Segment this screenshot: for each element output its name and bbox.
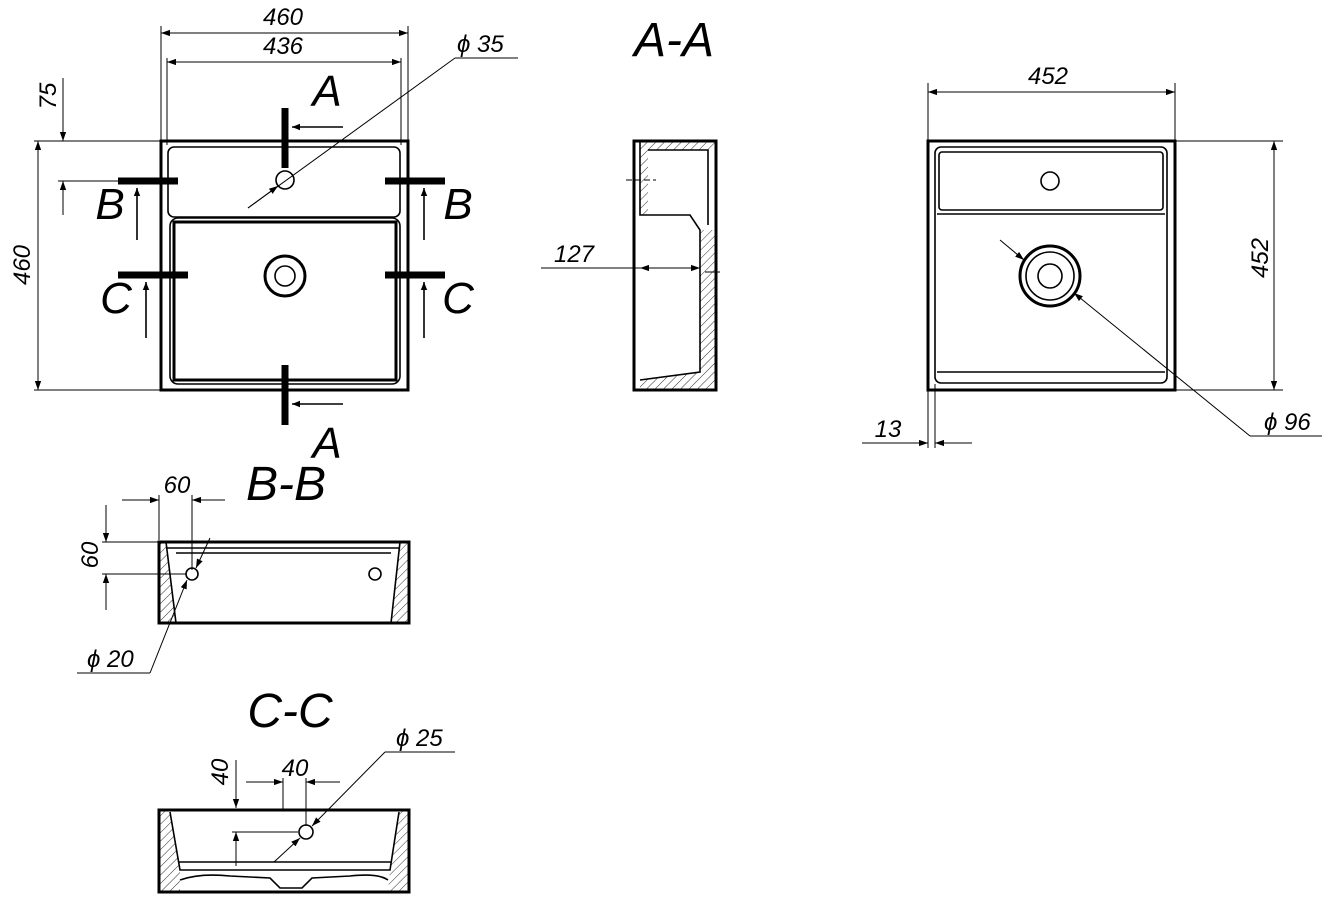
right-drain-outer: [1018, 244, 1082, 308]
dim-right-height: 452: [1247, 238, 1274, 278]
section-label-b-left: B: [95, 180, 124, 229]
section-label-c-left: C: [100, 274, 133, 323]
dim-bb-y: 60: [77, 541, 104, 568]
cc-hole: [298, 824, 314, 840]
section-aa: A-A 127: [541, 14, 720, 392]
dim-cc-y: 40: [207, 758, 234, 785]
right-tap-hole: [1040, 171, 1060, 191]
dim-right-wall: 13: [875, 416, 902, 443]
dim-cc-hole: ϕ 25: [396, 725, 443, 752]
dim-bb-hole: ϕ 20: [87, 646, 134, 673]
top-view: 460 436 ϕ 35 75 460 A A B B C C: [9, 4, 518, 468]
drain-outer: [263, 254, 307, 298]
tap-hole: [275, 170, 295, 190]
dim-top-width-outer: 460: [263, 4, 304, 31]
dim-top-offset: 75: [35, 82, 62, 109]
section-cc: C-C 40 40 ϕ 25: [157, 685, 455, 894]
section-label-a-top: A: [309, 67, 341, 116]
section-cc-title: C-C: [247, 685, 333, 738]
dim-bb-x: 60: [164, 472, 191, 499]
bb-hole-right: [368, 567, 382, 581]
section-label-a-bottom: A: [309, 419, 341, 468]
section-label-c-right: C: [442, 274, 475, 323]
dim-top-hole: ϕ 35: [457, 31, 504, 58]
drain-inner: [274, 265, 296, 287]
dim-aa-depth: 127: [554, 241, 596, 268]
dim-right-drain: ϕ 96: [1264, 409, 1311, 436]
section-bb-title: B-B: [246, 458, 326, 511]
dim-right-width: 452: [1028, 63, 1068, 90]
dim-top-width-inner: 436: [263, 33, 304, 60]
dim-top-height: 460: [9, 244, 36, 285]
right-view: 452 452 13 ϕ 96: [862, 63, 1322, 448]
dim-cc-x: 40: [282, 755, 309, 782]
section-aa-title: A-A: [631, 14, 714, 67]
section-bb: B-B 60 60 ϕ 20: [77, 458, 411, 674]
top-view-basin: [172, 220, 398, 382]
section-label-b-right: B: [443, 180, 472, 229]
